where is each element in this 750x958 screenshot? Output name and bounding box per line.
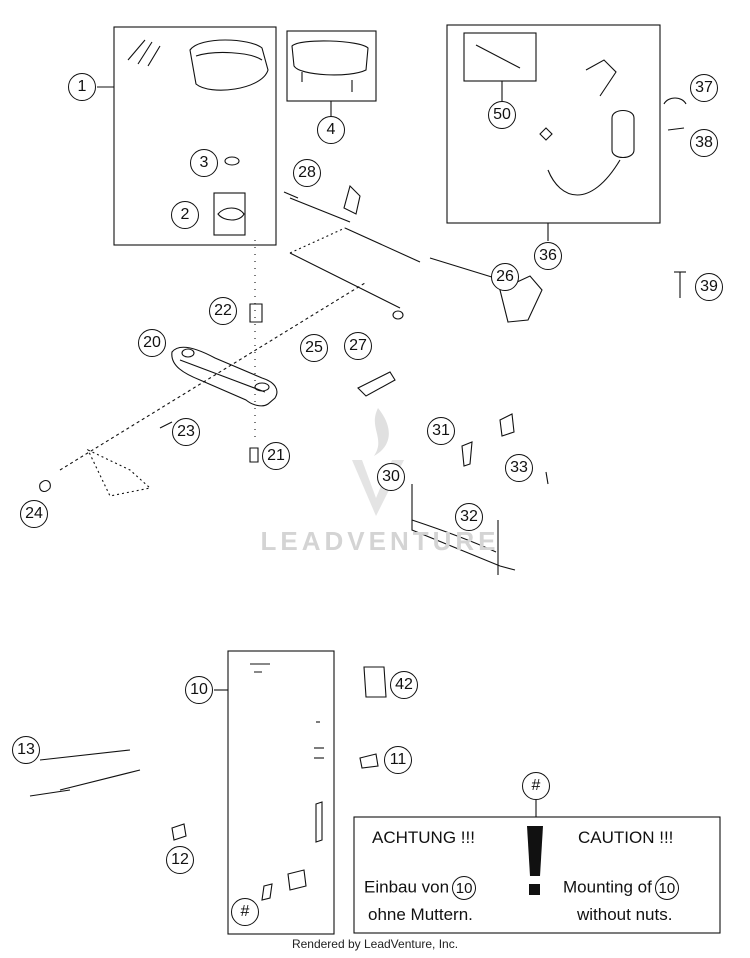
callout-26[interactable]: 26 <box>491 263 519 291</box>
callout-20[interactable]: 20 <box>138 329 166 357</box>
callout-23[interactable]: 23 <box>172 418 200 446</box>
callout-3[interactable]: 3 <box>190 149 218 177</box>
callout-38[interactable]: 38 <box>690 129 718 157</box>
note-line-en-2: without nuts. <box>577 905 673 924</box>
note-heading-en: CAUTION !!! <box>578 828 674 847</box>
callout-hash-note[interactable]: # <box>522 772 550 800</box>
footer-credit: Rendered by LeadVenture, Inc. <box>291 937 459 951</box>
note-en-ref-callout: 10 <box>654 876 679 900</box>
leadventure-watermark-logo-icon <box>352 408 404 516</box>
callout-4[interactable]: 4 <box>317 116 345 144</box>
callout-27[interactable]: 27 <box>344 332 372 360</box>
callout-22[interactable]: 22 <box>209 297 237 325</box>
callout-2[interactable]: 2 <box>171 201 199 229</box>
callout-42[interactable]: 42 <box>390 671 418 699</box>
callout-30[interactable]: 30 <box>377 463 405 491</box>
callout-12[interactable]: 12 <box>166 846 194 874</box>
callout-37[interactable]: 37 <box>690 74 718 102</box>
note-heading-de: ACHTUNG !!! <box>372 828 475 847</box>
callout-31[interactable]: 31 <box>427 417 455 445</box>
callout-50[interactable]: 50 <box>488 101 516 129</box>
exclamation-icon <box>527 826 543 895</box>
callout-33[interactable]: 33 <box>505 454 533 482</box>
note-de-line1-text: Einbau von <box>364 877 450 897</box>
note-en-line1-text: Mounting of <box>563 877 652 897</box>
callout-10[interactable]: 10 <box>185 676 213 704</box>
callout-36[interactable]: 36 <box>534 242 562 270</box>
callout-32[interactable]: 32 <box>455 503 483 531</box>
note-line-de-2: ohne Muttern. <box>368 905 473 924</box>
callout-13[interactable]: 13 <box>12 736 40 764</box>
note-de-ref-callout: 10 <box>452 876 477 900</box>
callout-39[interactable]: 39 <box>695 273 723 301</box>
callout-24[interactable]: 24 <box>20 500 48 528</box>
callout-hash-bag[interactable]: # <box>231 898 259 926</box>
callout-28[interactable]: 28 <box>293 159 321 187</box>
callout-21[interactable]: 21 <box>262 442 290 470</box>
callout-11[interactable]: 11 <box>384 746 412 774</box>
callout-1[interactable]: 1 <box>68 73 96 101</box>
watermark-text: LEADVENTURE <box>260 526 500 556</box>
callout-25[interactable]: 25 <box>300 334 328 362</box>
